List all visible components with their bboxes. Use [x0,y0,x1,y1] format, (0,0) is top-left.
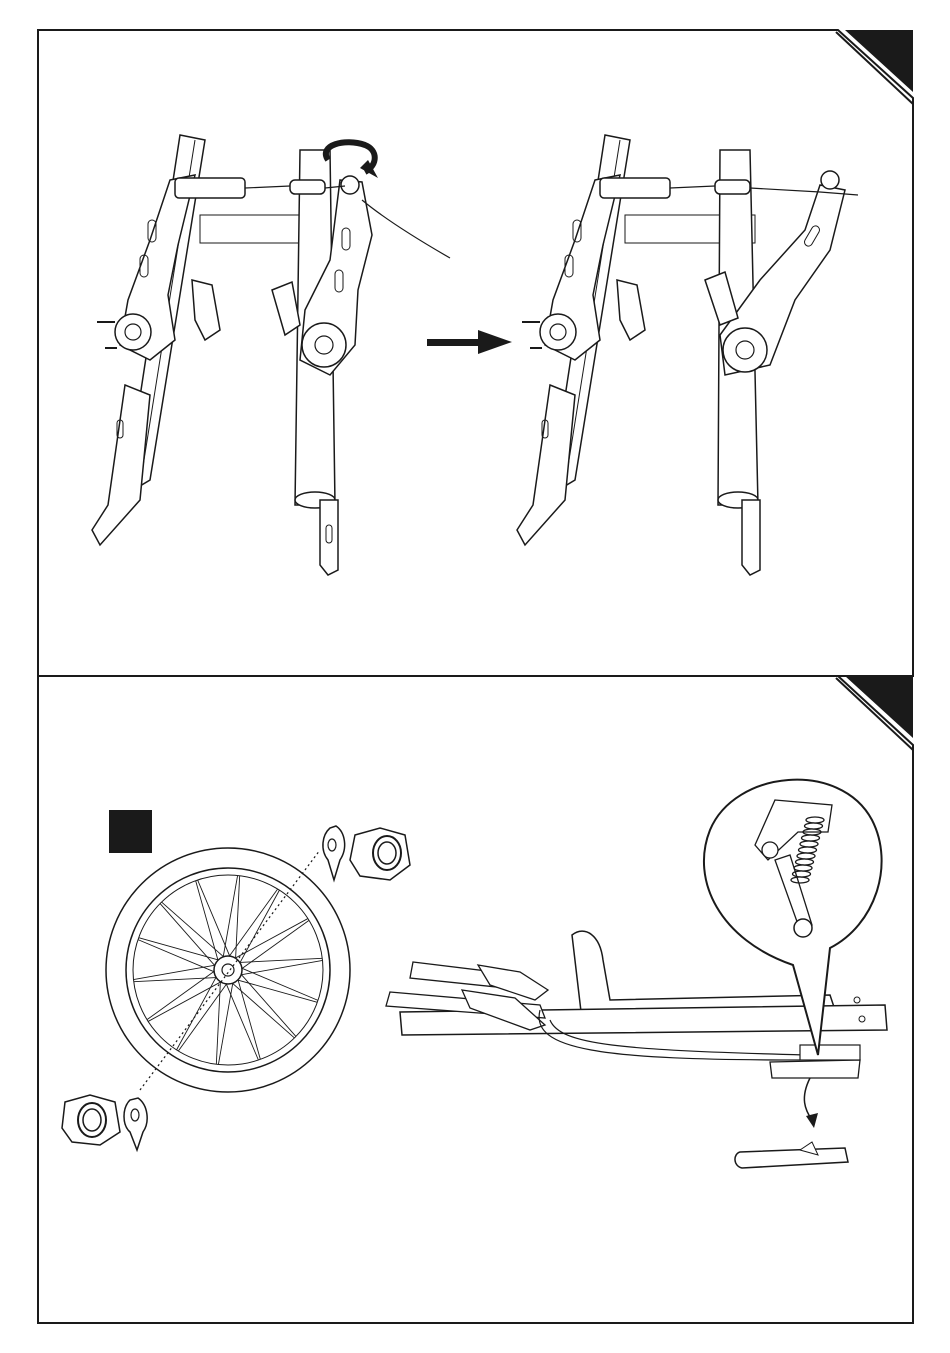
black-marker-square-icon [109,810,152,853]
wheel-and-frame-panel [38,676,913,1323]
brake-cable-adjust-panel [38,30,913,676]
